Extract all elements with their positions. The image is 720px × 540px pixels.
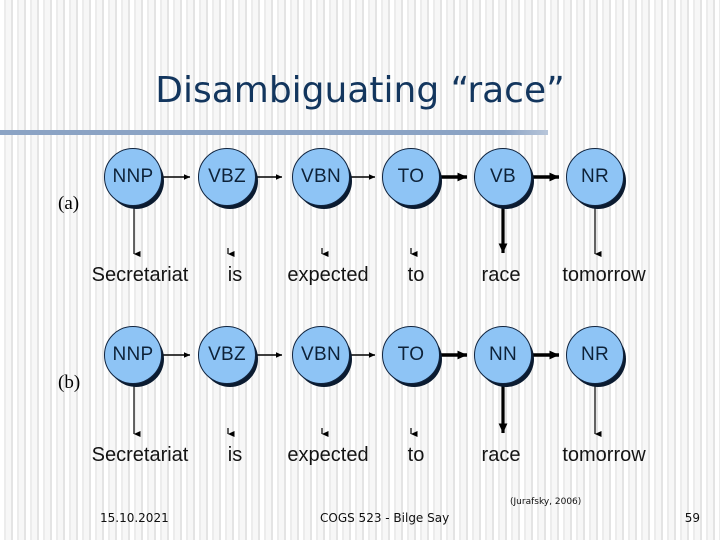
word-a-4: race xyxy=(481,264,521,286)
word-a-1: is xyxy=(227,264,243,286)
node-a-1[interactable]: VBZ xyxy=(198,148,256,206)
word-b-3: to xyxy=(407,444,425,466)
footer-course: COGS 523 - Bilge Say xyxy=(320,511,450,525)
word-b-2: expected xyxy=(287,444,369,466)
word-b-5: tomorrow xyxy=(562,444,646,466)
row-a-emissions xyxy=(133,206,602,258)
page-title: Disambiguating “race” xyxy=(155,70,565,111)
row-label-b: (b) xyxy=(58,372,81,393)
node-a-2[interactable]: VBN xyxy=(292,148,350,206)
node-a-0[interactable]: NNP xyxy=(104,148,162,206)
word-b-1: is xyxy=(227,444,243,466)
word-b-0: Secretariat xyxy=(91,444,189,466)
source-citation: (Jurafsky, 2006) xyxy=(510,497,582,507)
node-b-1[interactable]: VBZ xyxy=(198,326,256,384)
node-a-5[interactable]: NR xyxy=(566,148,624,206)
footer-date: 15.10.2021 xyxy=(100,511,169,525)
node-b-2[interactable]: VBN xyxy=(292,326,350,384)
node-a-4[interactable]: VB xyxy=(474,148,532,206)
node-b-5[interactable]: NR xyxy=(566,326,624,384)
title-divider xyxy=(0,130,548,135)
row-label-a: (a) xyxy=(58,193,80,214)
footer-page-number: 59 xyxy=(684,511,700,525)
word-a-5: tomorrow xyxy=(562,264,646,286)
word-b-4: race xyxy=(481,444,521,466)
node-b-0[interactable]: NNP xyxy=(104,326,162,384)
node-a-3[interactable]: TO xyxy=(382,148,440,206)
row-b-emissions xyxy=(133,384,602,438)
word-a-3: to xyxy=(407,264,425,286)
word-a-2: expected xyxy=(287,264,369,286)
word-a-0: Secretariat xyxy=(91,264,189,286)
node-b-4[interactable]: NN xyxy=(474,326,532,384)
node-b-3[interactable]: TO xyxy=(382,326,440,384)
